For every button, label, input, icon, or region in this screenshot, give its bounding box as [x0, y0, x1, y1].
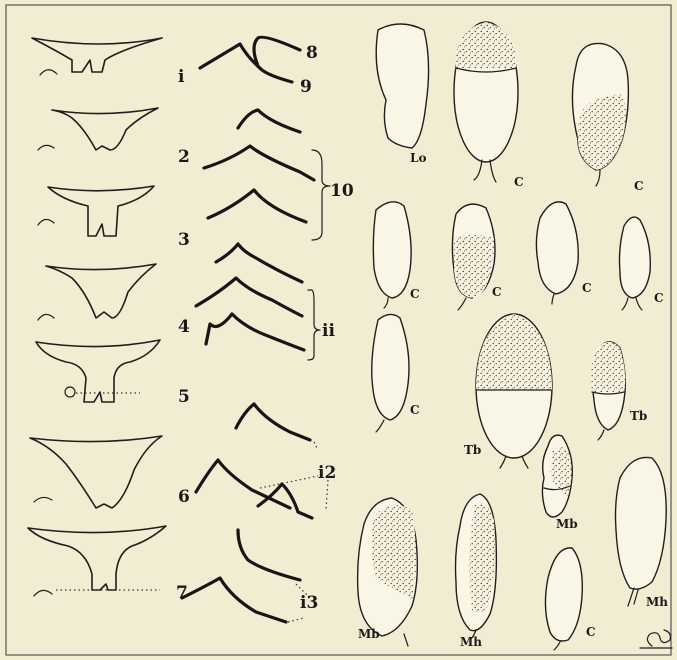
seed-c-6: C [620, 217, 664, 310]
seed-c-1: C [454, 22, 524, 189]
seed-c-5: C [536, 202, 591, 304]
seed-label-c-6: C [654, 291, 664, 305]
profile-12: i2 [196, 404, 336, 518]
seed-c-7: C [372, 314, 420, 432]
seed-label-lo: Lo [410, 151, 426, 165]
seed-label-c-8: C [586, 625, 596, 639]
seed-label-tb-1: Tb [464, 443, 481, 457]
seed-label-tb-2: Tb [630, 409, 647, 423]
section-4: 4 [38, 264, 190, 337]
seed-label-c-1: C [514, 175, 524, 189]
profile-8-9: 8 9 [200, 37, 318, 97]
label-4: 4 [178, 317, 190, 337]
label-6: 6 [178, 487, 190, 507]
label-13: i3 [300, 593, 318, 613]
label-10: 10 [330, 181, 354, 201]
seed-c-3: C [373, 202, 419, 308]
seed-mb-2: Mb [542, 435, 577, 531]
seed-c-8: C [545, 548, 595, 650]
section-6: 6 [30, 436, 190, 508]
seed-mb-1: Mb [358, 498, 418, 646]
profile-13: i3 [182, 530, 318, 622]
seed-label-mb-2: Mb [556, 517, 578, 531]
section-2: 2 [38, 108, 190, 167]
seed-label-mh-1: Mh [460, 635, 482, 649]
seed-lo: Lo [376, 24, 428, 165]
seed-mh-1: Mh [456, 494, 497, 649]
seed-label-c-4: C [492, 285, 502, 299]
section-3: 3 [38, 186, 190, 250]
profile-11: ii [196, 244, 335, 360]
seed-label-mb-1: Mb [358, 627, 380, 641]
label-3: 3 [178, 230, 190, 250]
seed-c-2: C [572, 43, 643, 193]
label-7: 7 [176, 583, 188, 603]
section-1: i [32, 38, 185, 87]
section-5: 5 [36, 340, 190, 407]
seed-tb-2: Tb [591, 342, 647, 440]
seed-label-c-2: C [634, 179, 644, 193]
label-12: i2 [318, 463, 336, 483]
label-11: ii [322, 321, 335, 341]
seed-c-4: C [452, 204, 501, 310]
label-8: 8 [306, 43, 318, 63]
seed-label-c-5: C [582, 281, 592, 295]
seed-mh-2: Mh [616, 457, 669, 609]
artist-monogram [640, 630, 672, 648]
section-7: 7 [28, 526, 188, 603]
profile-10: 10 [204, 110, 354, 240]
label-1: i [178, 67, 185, 87]
label-5: 5 [178, 387, 190, 407]
seed-label-mh-2: Mh [646, 595, 668, 609]
seed-label-c-7: C [410, 403, 420, 417]
seed-tb-1: Tb [464, 314, 552, 468]
seed-label-c-3: C [410, 287, 420, 301]
label-2: 2 [178, 147, 190, 167]
label-9: 9 [300, 77, 312, 97]
